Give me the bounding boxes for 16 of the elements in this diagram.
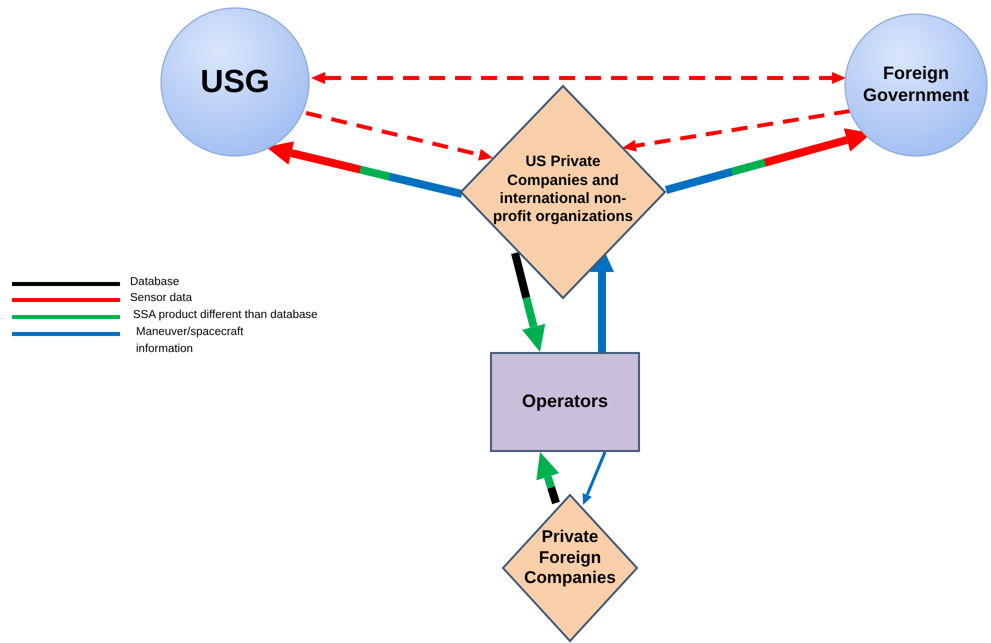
arrow bbox=[622, 109, 850, 152]
arrow bbox=[582, 451, 606, 505]
node-label: US Private Companies and international non-profit organizations bbox=[493, 153, 633, 227]
node-label: Operators bbox=[520, 391, 610, 413]
node-label: USG bbox=[199, 62, 271, 102]
arrow bbox=[536, 452, 560, 504]
arrow bbox=[306, 111, 493, 161]
legend-label: SSA product different than database bbox=[133, 308, 319, 323]
legend-label: Sensor data bbox=[130, 291, 194, 306]
legend-label: Maneuver/spacecraft information bbox=[136, 325, 244, 357]
arrow bbox=[311, 72, 846, 84]
node-label: Private Foreign Companies bbox=[523, 526, 617, 590]
arrow bbox=[511, 252, 546, 352]
node-label: Foreign Government bbox=[862, 63, 970, 107]
arrow bbox=[266, 141, 463, 198]
legend-label: Database bbox=[130, 275, 180, 290]
